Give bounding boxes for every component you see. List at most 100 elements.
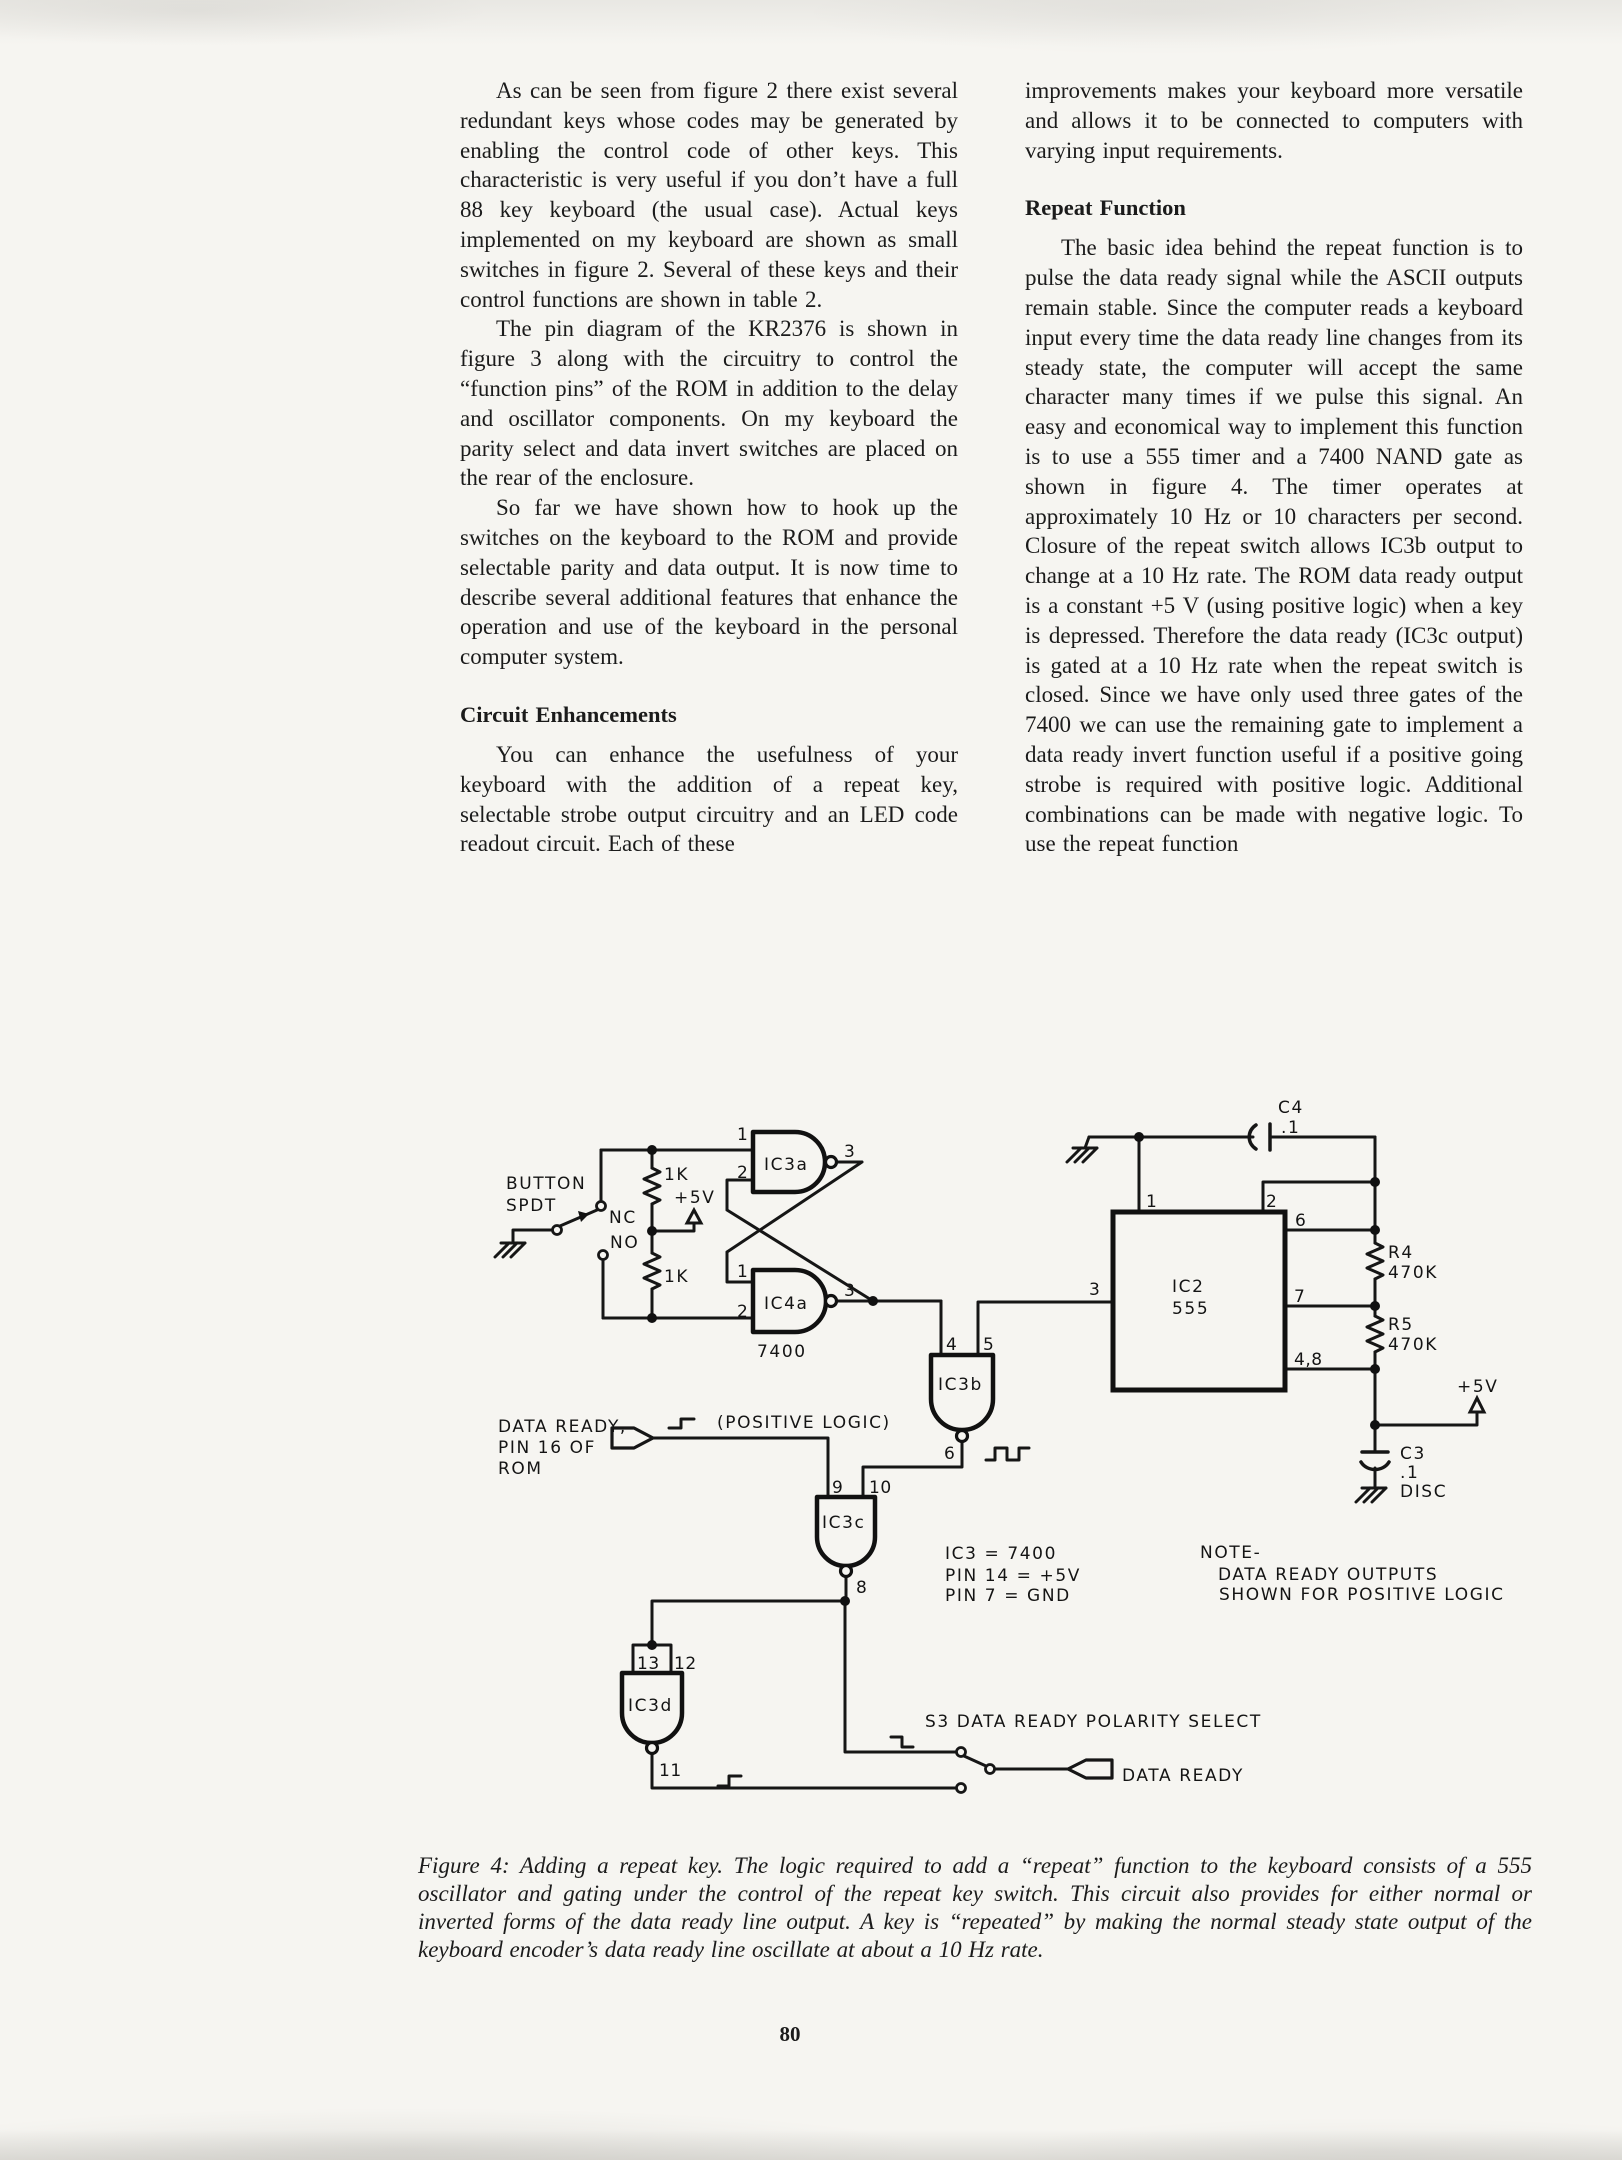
pin-number: 3 [844,1281,855,1301]
pin-number: 1 [737,1262,748,1282]
section-heading-repeat-function: Repeat Function [1025,195,1186,221]
pin-number: 4 [946,1335,957,1355]
pin-number: 4,8 [1294,1350,1323,1370]
note-line: SHOWN FOR POSITIVE LOGIC [1219,1585,1505,1605]
wires [493,1122,1479,1790]
paragraph: The pin diagram of the KR2376 is shown i… [460,316,958,491]
ic3-note: IC3 = 7400 [945,1544,1057,1564]
junction-dots [647,1132,1380,1650]
note-heading: NOTE- [1200,1543,1261,1563]
data-ready-input-label: ROM [498,1459,543,1479]
text-column-right: improvements makes your keyboard more ve… [1025,76,1523,859]
plus5v-arrow [684,1206,704,1225]
s3-bottom-contact [955,1782,967,1794]
data-ready-input-connector [610,1426,655,1450]
inverter-bubble [838,1563,854,1579]
pin-number: 1 [1146,1192,1157,1212]
switch-nc-contact [595,1200,607,1212]
c4-value: .1 [1281,1118,1300,1138]
ground-symbol [493,1241,527,1259]
c3-label: C3 [1400,1444,1426,1464]
pin-number: 6 [944,1444,955,1464]
text-column-left: As can be seen from figure 2 there exist… [460,76,958,859]
paragraph: As can be seen from figure 2 there exist… [460,78,958,312]
resistor-1k-bottom [642,1251,662,1291]
resistor-value: 1K [664,1267,689,1287]
paragraph: You can enhance the usefulness of your k… [460,741,958,857]
paragraph: The basic idea behind the repeat functio… [1025,235,1523,857]
spdt-label: SPDT [506,1196,557,1216]
figure-4-schematic: BUTTON SPDT NC NO 1K 1K +5V 1 2 IC3a 3 1… [440,1040,1580,1825]
s3-pole-contact [984,1763,996,1775]
ic2-555-label: 555 [1172,1299,1209,1319]
resistor-r4 [1365,1241,1385,1281]
note-line: DATA READY OUTPUTS [1218,1565,1438,1585]
r5-label: R5 [1388,1315,1414,1335]
ic2-555-box [1110,1209,1288,1393]
logic-gates [619,1129,1288,1756]
button-label: BUTTON [506,1174,586,1194]
gate-label-ic4a: IC4a [764,1294,809,1314]
c3-value: .1 [1400,1463,1419,1483]
inverter-bubble [823,1154,839,1170]
pin-number: 11 [659,1761,682,1781]
data-ready-input-label: DATA READY, [498,1417,627,1437]
ic3-note: PIN 14 = +5V [945,1566,1081,1586]
resistor-r5 [1365,1314,1385,1354]
pin-number: 3 [844,1142,855,1162]
gate-label-ic3c: IC3c [822,1513,865,1533]
square-wave-glyph [984,1446,1031,1462]
plus5v-label: +5V [674,1188,716,1208]
gate-label-ic3a: IC3a [764,1155,809,1175]
resistor-value: 1K [664,1165,689,1185]
resistor-1k-top [642,1166,662,1206]
pin-number: 2 [1266,1192,1277,1212]
pin-number: 10 [869,1478,892,1498]
s3-switch-arm [962,1754,988,1768]
data-ready-output-connector [1066,1758,1114,1780]
gate-label-ic3b: IC3b [938,1375,983,1395]
inverter-bubble [644,1740,660,1756]
nc-label: NC [609,1208,637,1228]
contacts-connectors [551,1200,1487,1794]
cap-c4-curved-plate [1247,1123,1258,1151]
plus5v-label: +5V [1457,1377,1499,1397]
ground-symbol-c3 [1354,1486,1388,1504]
pin-number: 9 [832,1478,843,1498]
pin-number: 8 [856,1578,867,1598]
section-heading-circuit-enhancements: Circuit Enhancements [460,701,677,727]
switch-arm [558,1208,599,1228]
r4-label: R4 [1388,1243,1414,1263]
no-label: NO [610,1233,639,1253]
c4-label: C4 [1278,1098,1304,1118]
inverter-bubble [954,1428,970,1444]
paragraph: improvements makes your keyboard more ve… [1025,78,1523,163]
r5-value: 470K [1388,1335,1438,1355]
paragraph: So far we have shown how to hook up the … [460,495,958,670]
scan-artifact-bottom [0,2126,1622,2160]
pin-number: 6 [1295,1211,1306,1231]
pin-number: 2 [737,1163,748,1183]
positive-logic-label: (POSITIVE LOGIC) [717,1413,891,1433]
rising-edge-glyph [667,1417,696,1430]
c3-disc-label: DISC [1400,1482,1447,1502]
ic2-label: IC2 [1172,1277,1205,1297]
pin-number: 13 [637,1654,660,1674]
pin-number: 1 [737,1125,748,1145]
falling-edge-glyph [889,1735,915,1749]
chip-7400-label: 7400 [757,1342,807,1362]
schematic-svg: BUTTON SPDT NC NO 1K 1K +5V 1 2 IC3a 3 1… [493,1098,1505,1794]
pin-number: 7 [1294,1287,1305,1307]
pin-number: 3 [1089,1280,1100,1300]
scan-artifact-top [0,0,1622,60]
page-number: 80 [779,2022,801,2046]
ic3-note: PIN 7 = GND [945,1586,1071,1606]
ground-symbol-top [1065,1146,1099,1164]
r4-value: 470K [1388,1263,1438,1283]
data-ready-output-label: DATA READY [1122,1766,1244,1786]
pin-number: 12 [674,1654,697,1674]
s3-top-contact [955,1746,967,1758]
switch-arm-arrowhead [578,1211,589,1222]
switch-no-contact [597,1249,609,1261]
